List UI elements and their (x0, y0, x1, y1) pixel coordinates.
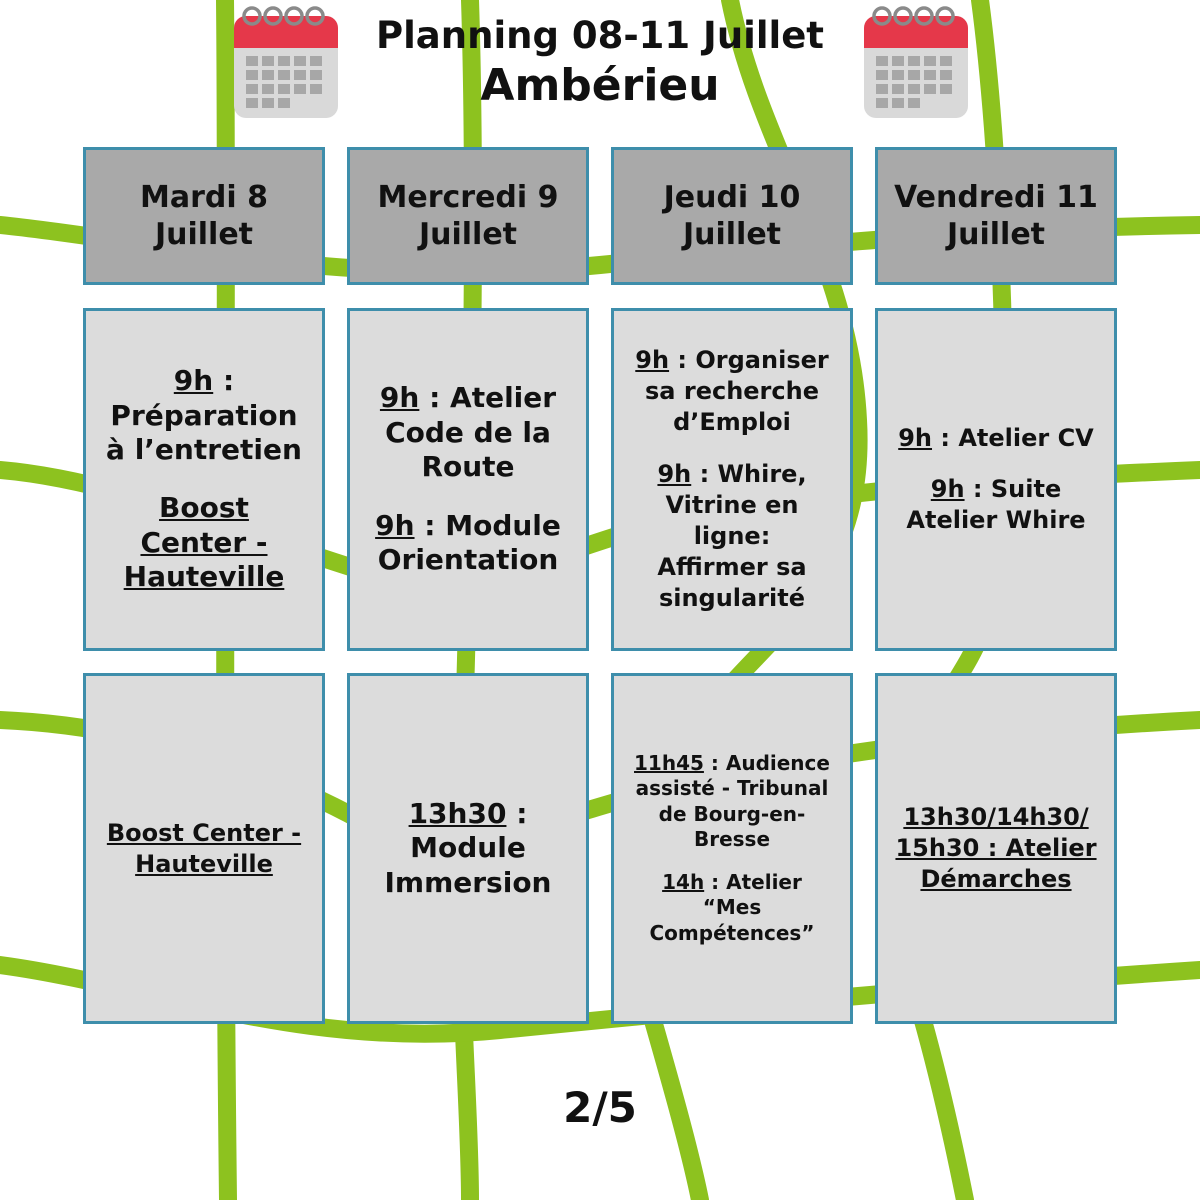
slot-time: 9h (379, 381, 420, 415)
slot-time: 9h (635, 346, 670, 375)
slot-text: ligne: (693, 521, 771, 550)
title-block: Planning 08-11 Juillet Ambérieu (300, 14, 900, 114)
slot-jeudi-afternoon: 11h45 : Audience assisté - Tribunal de B… (611, 673, 853, 1024)
slot-text: d’Emploi (673, 408, 791, 437)
slot-text: Module (410, 831, 526, 865)
slot-text: Préparation (110, 398, 298, 432)
slot-text: Bresse (693, 827, 771, 852)
slot-time: 9h (898, 423, 933, 452)
slot-place: Boost (159, 491, 249, 525)
slot-text: : Suite (964, 475, 1062, 504)
slot-text: assisté - Tribunal (635, 776, 829, 801)
slot-text: Compétences” (649, 920, 815, 945)
slot-text: Route (421, 450, 515, 484)
slot-time: 13h30 (408, 796, 507, 830)
calendar-icon (864, 6, 968, 118)
slot-text: sa recherche (645, 377, 819, 406)
day-month: Juillet (154, 217, 254, 252)
slot-time: 11h45 (634, 750, 704, 775)
page-title: Planning 08-11 Juillet (376, 14, 824, 57)
slot-place: Hauteville (123, 560, 285, 594)
slot-time: 14h (662, 869, 705, 894)
slot-place: Center - (140, 525, 268, 559)
slot-vendredi-afternoon: 13h30/14h30/ 15h30 : Atelier Démarches (875, 673, 1117, 1024)
slot-place: Boost Center - (106, 818, 302, 847)
day-name: Jeudi 10 (663, 180, 801, 215)
slot-mercredi-afternoon: 13h30 : Module Immersion (347, 673, 589, 1024)
day-name: Mardi 8 (140, 180, 268, 215)
day-month: Juillet (418, 217, 518, 252)
slot-text: : Atelier (704, 869, 802, 894)
slot-text: Vitrine en (665, 490, 799, 519)
slot-text: : Organiser (669, 346, 829, 375)
slot-text: “Mes (702, 895, 762, 920)
slot-time: 9h (375, 508, 415, 542)
slot-text: à l’entretien (106, 433, 302, 467)
slot-jeudi-morning: 9h : Organiser sa recherche d’Emploi 9h … (611, 308, 853, 651)
calendar-icon (234, 6, 338, 118)
day-name: Vendredi 11 (894, 180, 1098, 215)
slot-text: : Atelier (419, 381, 557, 415)
location-title: Ambérieu (480, 60, 720, 111)
slot-vendredi-morning: 9h : Atelier CV 9h : Suite Atelier Whire (875, 308, 1117, 651)
slot-text: Démarches (920, 865, 1072, 893)
slot-time: 9h (173, 364, 214, 398)
slot-time: 9h (657, 459, 692, 488)
page-number: 2/5 (563, 1083, 637, 1132)
slot-text: : Audience (703, 750, 830, 775)
slot-text: : Module (414, 508, 561, 542)
slot-mercredi-morning: 9h : Atelier Code de la Route 9h : Modul… (347, 308, 589, 651)
slot-text: : (506, 796, 528, 830)
slot-text: Orientation (377, 543, 559, 577)
slot-text: 15h30 : Atelier (895, 834, 1097, 862)
slot-text: de Bourg-en- (658, 801, 806, 826)
slot-text: : (213, 364, 235, 398)
slot-mardi-afternoon: Boost Center - Hauteville (83, 673, 325, 1024)
slot-text: : Whire, (691, 459, 807, 488)
slot-text: Atelier Whire (906, 506, 1086, 535)
slot-text: singularité (658, 583, 806, 612)
day-month: Juillet (946, 217, 1046, 252)
day-name: Mercredi 9 (377, 180, 559, 215)
slot-text: Code de la (385, 415, 551, 449)
slot-text: Immersion (384, 865, 552, 899)
slot-text: 13h30/14h30/ (903, 803, 1089, 831)
slot-text: Affirmer sa (657, 552, 807, 581)
day-month: Juillet (682, 217, 782, 252)
slot-time: 9h (930, 475, 965, 504)
slot-text: : Atelier CV (932, 423, 1094, 452)
slot-mardi-morning: 9h : Préparation à l’entretien Boost Cen… (83, 308, 325, 651)
slot-place: Hauteville (135, 849, 273, 878)
